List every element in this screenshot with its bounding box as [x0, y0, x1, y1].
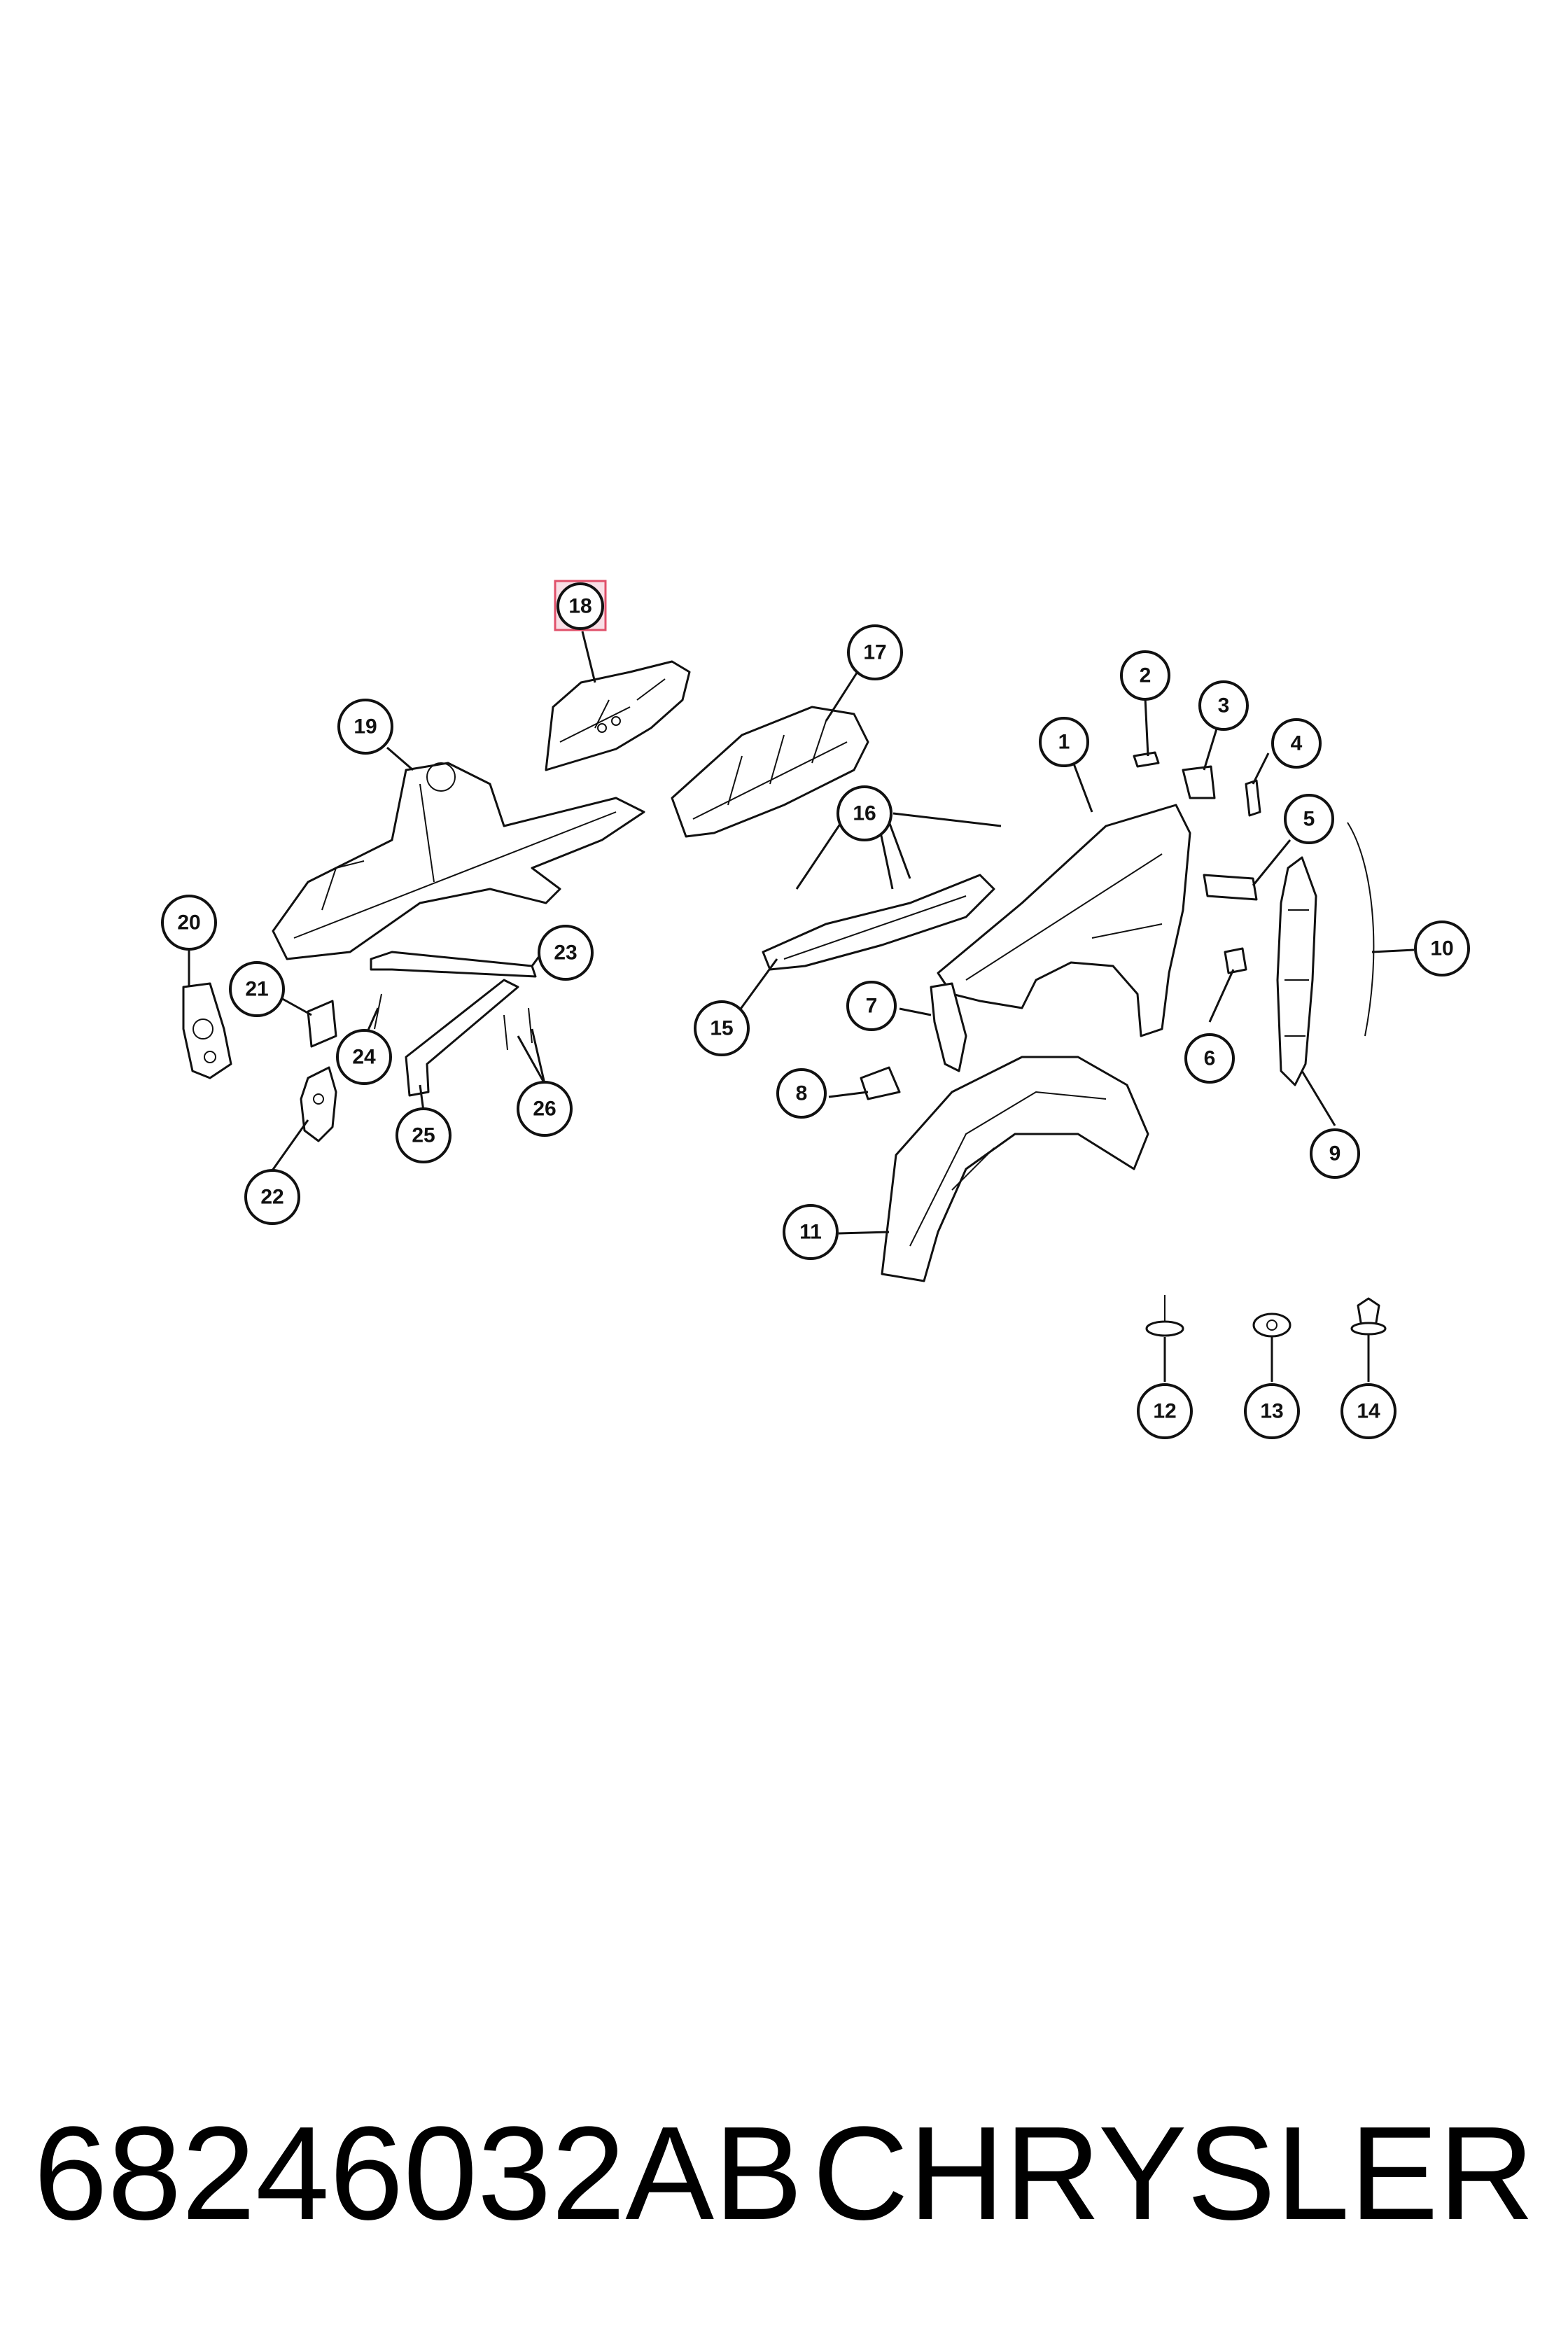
part-26-drawing: [503, 1007, 533, 1051]
part-15-drawing: [762, 874, 995, 971]
callout-label-23: 23: [554, 941, 577, 965]
callout-26: 26: [517, 1081, 573, 1137]
callout-label-2: 2: [1140, 664, 1152, 687]
part-4-drawing: [1245, 779, 1261, 817]
callout-14: 14: [1340, 1383, 1396, 1439]
part-21-drawing: [307, 1000, 337, 1048]
callout-label-15: 15: [710, 1017, 733, 1040]
callout-label-22: 22: [260, 1186, 284, 1209]
callout-label-14: 14: [1357, 1400, 1380, 1423]
callout-label-3: 3: [1218, 694, 1230, 718]
callout-12: 12: [1137, 1383, 1193, 1439]
part-18-drawing: [545, 660, 691, 771]
part-25-drawing: [405, 979, 519, 1097]
part-1-drawing: [937, 804, 1191, 1037]
part-20-drawing: [182, 982, 232, 1079]
callout-24: 24: [336, 1029, 392, 1085]
callout-9: 9: [1310, 1128, 1360, 1179]
callout-4: 4: [1271, 718, 1322, 769]
callout-label-8: 8: [796, 1082, 808, 1105]
callouts: 1 2 3 4 5 6 7 8: [161, 580, 1470, 1439]
part-2-drawing: [1133, 751, 1160, 768]
callout-18: 18: [554, 580, 607, 631]
callout-label-6: 6: [1204, 1047, 1216, 1070]
callout-label-7: 7: [866, 995, 878, 1018]
callout-label-24: 24: [352, 1046, 376, 1069]
leader-lines: [188, 631, 1415, 1382]
callout-label-1: 1: [1058, 731, 1070, 754]
callout-13: 13: [1244, 1383, 1300, 1439]
callout-label-17: 17: [863, 641, 886, 664]
callout-22: 22: [244, 1169, 300, 1225]
callout-label-5: 5: [1303, 808, 1315, 831]
footer: 68246032AB CHRYSLER: [34, 2099, 1534, 2248]
callout-15: 15: [694, 1000, 750, 1056]
part-6-drawing: [1224, 947, 1247, 974]
callout-19: 19: [337, 699, 393, 755]
callout-2: 2: [1120, 650, 1170, 701]
callout-label-12: 12: [1153, 1400, 1176, 1423]
callout-label-4: 4: [1291, 732, 1303, 755]
callout-label-13: 13: [1260, 1400, 1283, 1423]
callout-20: 20: [161, 895, 217, 951]
part-17-drawing: [671, 706, 869, 838]
callout-11: 11: [783, 1204, 839, 1260]
part-7-drawing: [930, 982, 967, 1072]
part-8-drawing: [860, 1066, 901, 1100]
part-12-drawing: [1145, 1295, 1184, 1337]
part-10-drawing: [1347, 822, 1375, 1037]
part-14-drawing: [1350, 1297, 1387, 1336]
callout-label-11: 11: [799, 1221, 822, 1244]
callout-8: 8: [776, 1068, 827, 1119]
callout-label-21: 21: [245, 978, 268, 1001]
callout-label-20: 20: [177, 911, 200, 934]
callout-7: 7: [846, 981, 897, 1031]
callout-25: 25: [396, 1107, 451, 1163]
callout-label-26: 26: [533, 1098, 556, 1121]
part-19-drawing: [272, 762, 645, 960]
part-13-drawing: [1252, 1312, 1292, 1338]
part-22-drawing: [300, 1066, 337, 1142]
callout-label-9: 9: [1329, 1142, 1341, 1166]
callout-10: 10: [1414, 920, 1470, 976]
callout-23: 23: [538, 925, 594, 981]
part-3-drawing: [1182, 765, 1216, 799]
part-9-drawing: [1276, 856, 1317, 1086]
callout-label-25: 25: [412, 1124, 435, 1147]
part-24-drawing: [374, 993, 382, 1030]
callout-1: 1: [1039, 717, 1089, 767]
callout-label-18: 18: [568, 595, 592, 618]
part-5-drawing: [1203, 874, 1258, 901]
callout-21: 21: [229, 961, 285, 1017]
callout-5: 5: [1284, 794, 1334, 844]
callout-3: 3: [1198, 680, 1249, 731]
callout-6: 6: [1184, 1033, 1235, 1084]
callout-label-19: 19: [354, 715, 377, 738]
part-drawings: [182, 660, 1387, 1338]
part-11-drawing: [881, 1056, 1149, 1282]
brand-name: CHRYSLER: [813, 2099, 1534, 2248]
part-number: 68246032AB: [34, 2099, 803, 2248]
callout-17: 17: [847, 624, 903, 680]
part-23-drawing: [370, 951, 537, 978]
callout-16: 16: [836, 785, 892, 841]
callout-label-16: 16: [853, 802, 876, 825]
callout-label-10: 10: [1430, 937, 1453, 960]
